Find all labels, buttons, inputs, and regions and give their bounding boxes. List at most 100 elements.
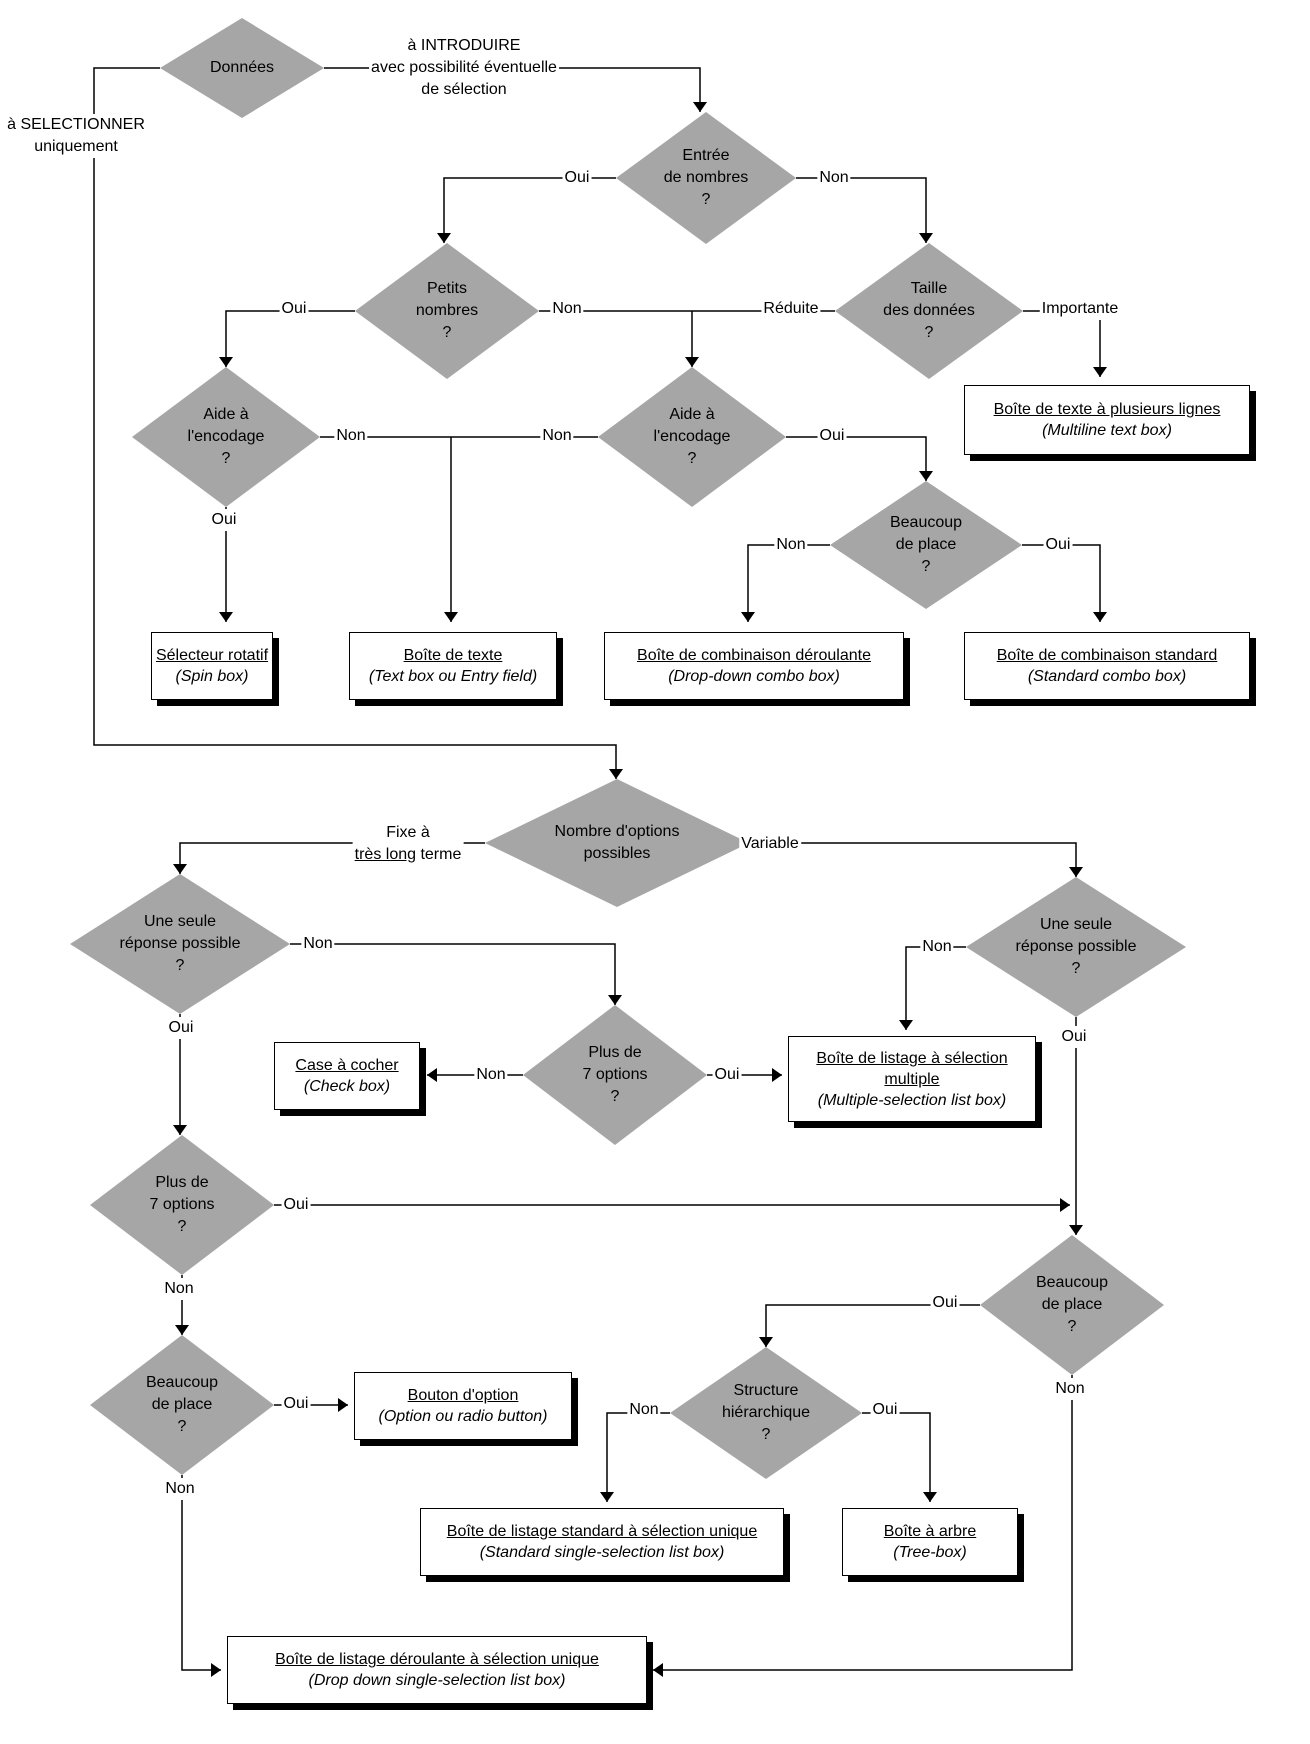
result-dropdown-combo-box: Boîte de combinaison déroulante (Drop-do…: [604, 632, 904, 700]
connector-entree-oui: [437, 177, 616, 243]
diamond-aide-encodage-1: [132, 367, 320, 507]
connector-petits-oui: [219, 310, 355, 367]
connector-beaucoup3-oui: [759, 1304, 980, 1347]
result-title: Sélecteur rotatif: [155, 647, 269, 664]
result-tree-box: Boîte à arbre (Tree-box): [842, 1508, 1018, 1576]
result-title: Boîte à arbre: [883, 1523, 977, 1540]
label-seule1-oui: Oui: [166, 1017, 196, 1039]
connector-structure-oui: [862, 1412, 937, 1502]
label-seule1-non: Non: [301, 933, 335, 955]
result-subtitle: (Standard combo box): [1027, 668, 1187, 685]
label-entree-oui: Oui: [562, 167, 592, 189]
diamond-aide-encodage-2: [598, 367, 786, 507]
label-beaucoup3-oui: Oui: [930, 1292, 960, 1314]
label-plus7b-oui: Oui: [281, 1194, 311, 1216]
result-multiline-text-box: Boîte de texte à plusieurs lignes (Multi…: [964, 385, 1250, 455]
label-taille-reduite: Réduite: [761, 298, 821, 320]
diamond-petits-nombres: [355, 243, 539, 379]
result-standard-combo-box: Boîte de combinaison standard (Standard …: [964, 632, 1250, 700]
label-seule2-non: Non: [920, 936, 954, 958]
result-subtitle: (Tree-box): [893, 1544, 967, 1561]
label-beaucoup1-non: Non: [774, 534, 808, 556]
label-beaucoup3-non: Non: [1053, 1378, 1087, 1400]
result-check-box: Case à cocher (Check box): [274, 1042, 420, 1110]
diamond-une-seule-reponse-2: [966, 877, 1186, 1017]
diamond-beaucoup-place-3: [90, 1335, 274, 1475]
result-title: Boîte de combinaison standard: [996, 647, 1218, 664]
result-title: Bouton d'option: [407, 1387, 519, 1404]
decision-donnees: Données: [209, 59, 275, 76]
connector-beaucoup1-oui: [1022, 544, 1107, 622]
connector-beaucoup2-non: [181, 1475, 221, 1677]
label-plus7b-non: Non: [162, 1278, 196, 1300]
result-title: Boîte de combinaison déroulante: [637, 647, 871, 664]
diamond-beaucoup-place-1: [830, 481, 1022, 609]
diamond-taille-donnees: [835, 243, 1023, 379]
connector-aide2-oui: [786, 436, 933, 481]
connector-seule2-non: [899, 946, 966, 1030]
label-aide1-non: Non: [334, 425, 368, 447]
result-subtitle: (Multiline text box): [1042, 422, 1172, 439]
connector-seule1-non: [290, 943, 622, 1005]
diamond-nombre-options: [485, 779, 749, 907]
diamond-entree-nombres: [616, 112, 796, 244]
result-title: Case à cocher: [295, 1057, 399, 1074]
result-subtitle: (Spin box): [175, 668, 249, 685]
result-subtitle: (Text box ou Entry field): [368, 668, 538, 685]
result-title: Boîte de listage déroulante à sélection …: [275, 1651, 599, 1668]
diamond-plus-7-options-2: [90, 1135, 274, 1275]
result-title: Boîte de texte à plusieurs lignes: [993, 401, 1221, 418]
label-plus7a-oui: Oui: [712, 1064, 742, 1086]
label-variable: Variable: [739, 833, 801, 855]
result-subtitle: (Standard single-selection list box): [479, 1544, 725, 1561]
label-structure-non: Non: [627, 1399, 661, 1421]
label-aide2-oui: Oui: [817, 425, 847, 447]
label-taille-importante: Importante: [1039, 298, 1121, 320]
result-subtitle: (Drop down single-selection list box): [308, 1672, 566, 1689]
result-title: Boîte de listage standard à sélection un…: [446, 1523, 758, 1540]
label-fixe-tres-long-terme: Fixe à très long terme: [352, 822, 464, 866]
result-standard-single-selection-list-box: Boîte de listage standard à sélection un…: [420, 1508, 784, 1576]
result-text-box: Boîte de texte (Text box ou Entry field): [349, 632, 557, 700]
label-entree-non: Non: [817, 167, 851, 189]
connector-nombre-variable: [749, 842, 1083, 877]
label-aide1-oui: Oui: [209, 509, 239, 531]
label-petits-oui: Oui: [279, 298, 309, 320]
label-plus7a-non: Non: [474, 1064, 508, 1086]
diamond-donnees: [160, 18, 324, 118]
connector-beaucoup1-non: [741, 544, 830, 622]
result-subtitle: (Drop-down combo box): [668, 668, 840, 685]
label-seule2-oui: Oui: [1059, 1026, 1089, 1048]
label-beaucoup1-oui: Oui: [1043, 534, 1073, 556]
result-subtitle: (Multiple-selection list box): [817, 1091, 1007, 1109]
connector-entree-non: [796, 177, 933, 243]
result-dropdown-single-selection-list-box: Boîte de listage déroulante à sélection …: [227, 1636, 647, 1704]
result-subtitle: (Check box): [303, 1078, 391, 1095]
diamond-plus-7-options-1: [523, 1005, 707, 1145]
label-beaucoup2-non: Non: [163, 1478, 197, 1500]
diamond-beaucoup-place-2: [980, 1235, 1164, 1375]
label-beaucoup2-oui: Oui: [281, 1393, 311, 1415]
result-subtitle: (Option ou radio button): [378, 1408, 548, 1425]
result-title: Boîte de texte: [403, 647, 503, 664]
